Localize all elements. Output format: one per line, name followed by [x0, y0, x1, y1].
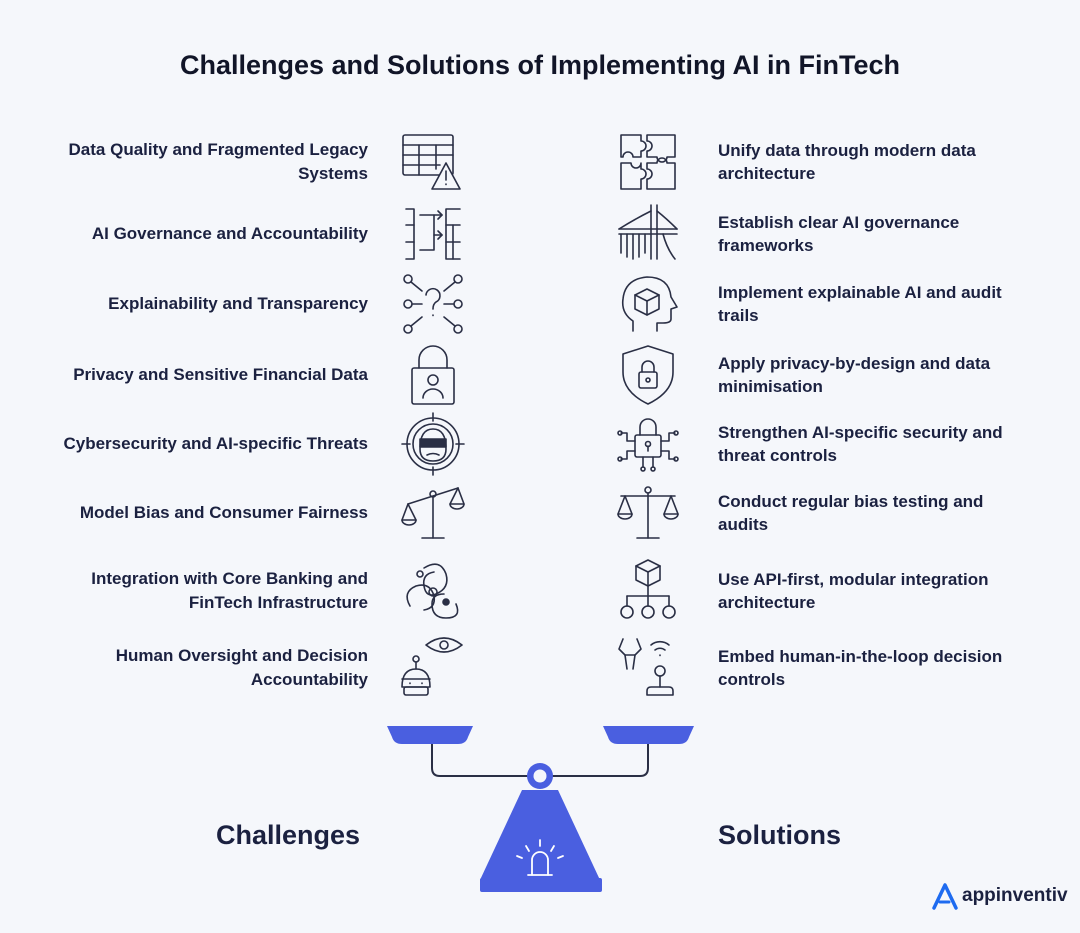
- challenge-label: Privacy and Sensitive Financial Data: [73, 365, 368, 384]
- row-integration: Integration with Core Banking and FinTec…: [0, 556, 1080, 626]
- table-warning-icon: [400, 129, 466, 195]
- row-ai-governance: AI Governance and Accountability Establi…: [0, 199, 1080, 269]
- challenge-label: Explainability and Transparency: [108, 294, 368, 313]
- shield-lock-icon: [615, 342, 681, 408]
- brand-logo: appinventiv: [932, 880, 1068, 912]
- solution-label: Embed human-in-the-loop decision control…: [718, 647, 1003, 689]
- challenge-label: Human Oversight and Decision Accountabil…: [115, 646, 368, 689]
- head-cube-icon: [615, 271, 681, 337]
- scale-base: [480, 790, 600, 880]
- challenge-label: AI Governance and Accountability: [91, 224, 368, 243]
- light-bulb-icon: [516, 839, 564, 876]
- row-explainability: Explainability and Transparency Implemen…: [0, 269, 1080, 339]
- balanced-scale-icon: [615, 480, 681, 546]
- solution-label: Conduct regular bias testing and audits: [718, 492, 984, 534]
- bridge-icon: [615, 201, 681, 267]
- solution-label: Strengthen AI-specific security and thre…: [718, 423, 1003, 465]
- robot-eye-icon: [400, 635, 466, 701]
- solution-label: Apply privacy-by-design and data minimis…: [718, 354, 991, 396]
- row-cybersecurity: Cybersecurity and AI-specific Threats St…: [0, 409, 1080, 479]
- appinventiv-logo-icon: [932, 883, 958, 910]
- solutions-heading: Solutions: [718, 820, 841, 850]
- right-scale-pan: [603, 726, 694, 744]
- lock-circuit-icon: [615, 411, 681, 477]
- puzzle-icon: [615, 129, 681, 195]
- hacker-target-icon: [400, 411, 466, 477]
- scale-beam: [431, 744, 649, 777]
- page-title: Challenges and Solutions of Implementing…: [179, 50, 901, 80]
- solution-label: Use API-first, modular integration archi…: [718, 570, 989, 612]
- solution-label: Establish clear AI governance frameworks: [718, 213, 960, 255]
- unbalanced-scale-icon: [400, 480, 466, 546]
- challenges-heading: Challenges: [216, 820, 361, 850]
- challenge-label: Integration with Core Banking and FinTec…: [91, 569, 368, 612]
- flow-grid-icon: [400, 201, 466, 267]
- challenge-label: Data Quality and Fragmented Legacy Syste…: [68, 140, 368, 183]
- challenge-label: Model Bias and Consumer Fairness: [79, 503, 368, 522]
- row-data-quality: Data Quality and Fragmented Legacy Syste…: [0, 127, 1080, 197]
- row-privacy: Privacy and Sensitive Financial Data App…: [0, 340, 1080, 410]
- integration-knot-icon: [400, 558, 466, 624]
- row-model-bias: Model Bias and Consumer Fairness Conduct…: [0, 478, 1080, 548]
- solution-label: Unify data through modern data architect…: [718, 141, 976, 183]
- left-scale-pan: [387, 726, 473, 744]
- challenge-label: Cybersecurity and AI-specific Threats: [63, 434, 368, 453]
- robot-arm-icon: [615, 635, 681, 701]
- solution-label: Implement explainable AI and audit trail…: [718, 283, 1002, 325]
- cube-hierarchy-icon: [615, 558, 681, 624]
- brand-name: appinventiv: [962, 885, 1068, 906]
- row-human-oversight: Human Oversight and Decision Accountabil…: [0, 633, 1080, 703]
- lock-user-icon: [400, 342, 466, 408]
- question-network-icon: [400, 271, 466, 337]
